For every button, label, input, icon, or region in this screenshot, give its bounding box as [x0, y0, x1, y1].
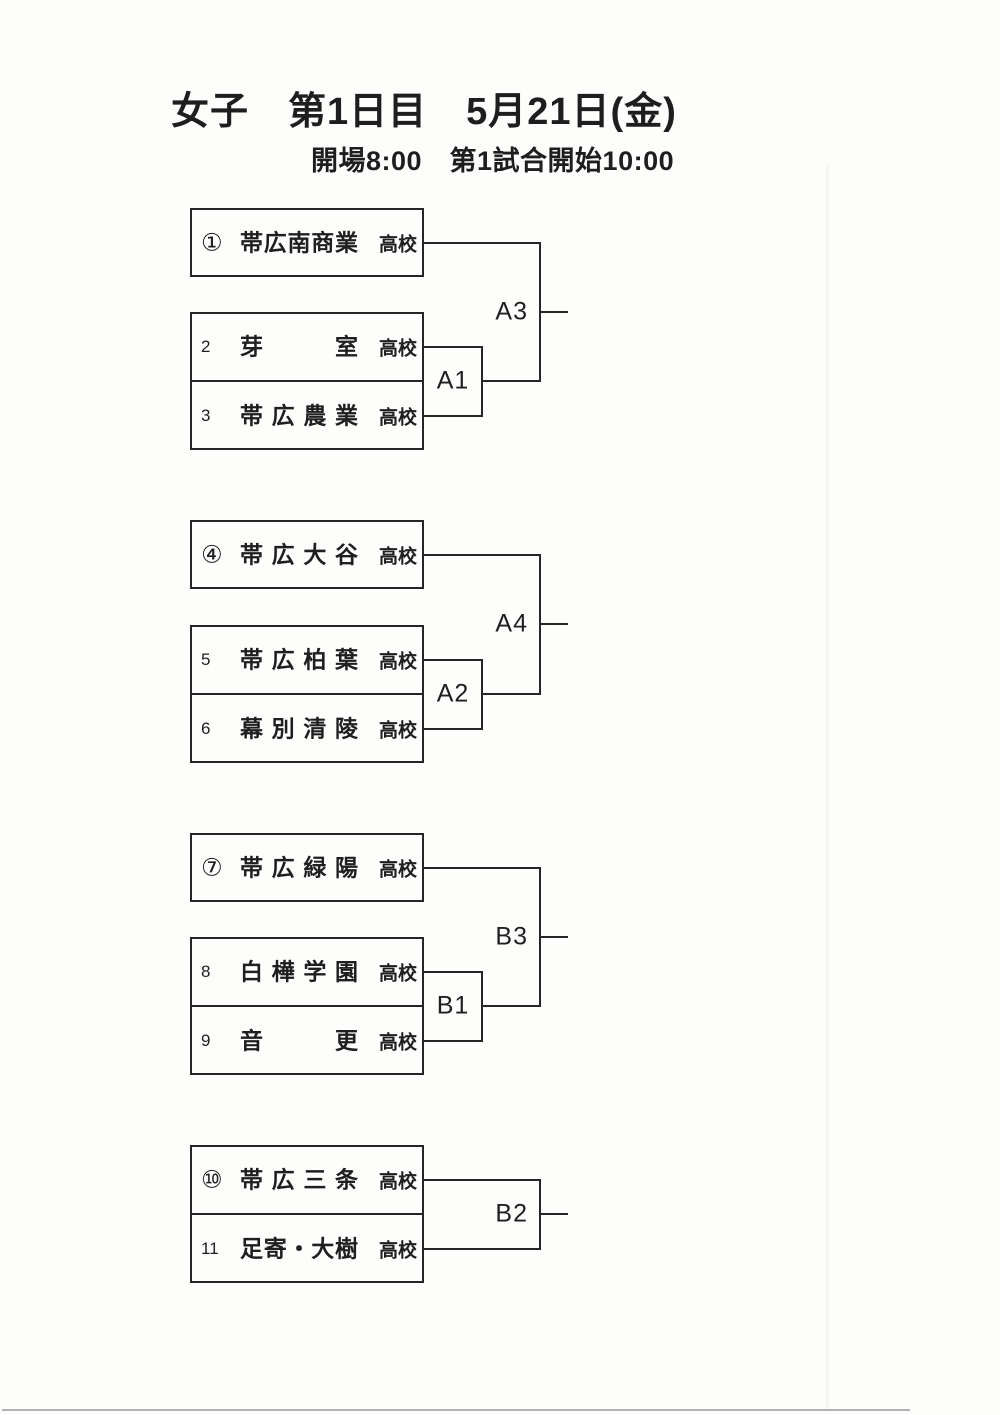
match-label-a1: A1: [436, 366, 470, 395]
team-row: 9 音更高校: [190, 1006, 424, 1075]
team-name: 足寄・大樹: [240, 1234, 358, 1261]
team-row: ⑩ 帯広三条高校: [190, 1145, 424, 1214]
team-row: ⑦ 帯広緑陽高校: [190, 833, 424, 902]
bracket-line: [424, 970, 483, 973]
bracket-line: [424, 1247, 541, 1250]
team-box: [190, 833, 424, 902]
team-seed: 9: [201, 1030, 211, 1050]
team-name: 帯広三条: [240, 1165, 358, 1192]
match-label-a4: A4: [495, 609, 528, 638]
bracket-line: [190, 1005, 424, 1007]
match-label-a2: A2: [436, 679, 470, 708]
bracket-line: [482, 380, 541, 382]
school-suffix: 高校: [378, 859, 417, 880]
school-suffix: 高校: [378, 1240, 417, 1261]
team-row: 2 芽室高校: [190, 312, 424, 381]
team-row: 5 帯広柏葉高校: [190, 625, 424, 694]
team-name: 芽室: [240, 332, 358, 359]
team-row: 11 足寄・大樹高校: [190, 1214, 424, 1283]
team-name: 音更: [240, 1026, 358, 1053]
bracket-line: [424, 866, 541, 869]
school-suffix: 高校: [378, 963, 417, 984]
school-suffix: 高校: [378, 720, 417, 741]
bracket-line: [424, 553, 541, 556]
bracket-line: [424, 1039, 483, 1042]
team-row: ① 帯広南商業高校: [190, 208, 424, 277]
match-label-b2: B2: [495, 1199, 528, 1228]
team-row: 8 白樺学園高校: [190, 937, 424, 1006]
team-row: ④ 帯広大谷高校: [190, 520, 424, 589]
team-name: 帯広緑陽: [240, 853, 358, 880]
team-row: 3 帯広農業高校: [190, 381, 424, 450]
team-name: 帯広農業: [240, 401, 358, 428]
school-suffix: 高校: [378, 651, 417, 672]
bracket-line: [482, 1005, 541, 1007]
scan-artifact-bottom-line: [2, 1409, 910, 1411]
team-name: 白樺学園: [240, 957, 358, 984]
bracket-line: [424, 658, 483, 661]
team-seed: 3: [201, 405, 211, 425]
scan-artifact-streak: [826, 165, 829, 1410]
team-seed: 11: [201, 1238, 219, 1258]
team-seed: 8: [201, 961, 211, 981]
bracket-line: [482, 693, 541, 695]
team-seed: 6: [201, 718, 211, 738]
school-suffix: 高校: [378, 338, 417, 359]
team-box: [190, 520, 424, 589]
school-suffix: 高校: [378, 546, 417, 567]
bracket-line: [190, 380, 424, 382]
team-row: 6 幕別清陵高校: [190, 694, 424, 763]
page-title: 女子 第1日目 5月21日(金): [171, 91, 677, 133]
match-label-b3: B3: [495, 922, 528, 951]
bracket-line: [424, 345, 483, 348]
school-suffix: 高校: [378, 1032, 417, 1053]
team-seed: ④: [201, 541, 223, 568]
bracket-line: [424, 414, 483, 417]
match-label-a3: A3: [495, 297, 528, 326]
bracket-line: [424, 241, 541, 244]
bracket-line: [540, 623, 568, 626]
bracket-line: [540, 1213, 568, 1215]
bracket-line: [424, 727, 483, 730]
team-seed: ①: [201, 229, 223, 256]
school-suffix: 高校: [378, 234, 417, 255]
team-seed: ⑦: [201, 854, 223, 881]
team-name: 幕別清陵: [240, 714, 358, 741]
bracket-line: [190, 693, 424, 695]
match-label-b1: B1: [436, 991, 470, 1020]
bracket-line: [540, 310, 568, 313]
bracket-line: [190, 1213, 424, 1215]
team-box: [190, 208, 424, 277]
team-seed: 2: [201, 336, 211, 356]
team-seed: 5: [201, 649, 211, 669]
team-seed: ⑩: [201, 1166, 223, 1193]
team-name: 帯広柏葉: [240, 645, 358, 672]
page-subtitle: 開場8:00 第1試合開始10:00: [311, 146, 675, 176]
school-suffix: 高校: [378, 1171, 417, 1192]
school-suffix: 高校: [378, 407, 417, 428]
bracket-line: [424, 1178, 541, 1181]
bracket-line: [540, 935, 568, 938]
team-name: 帯広大谷: [240, 540, 358, 567]
team-name: 帯広南商業: [240, 228, 358, 255]
